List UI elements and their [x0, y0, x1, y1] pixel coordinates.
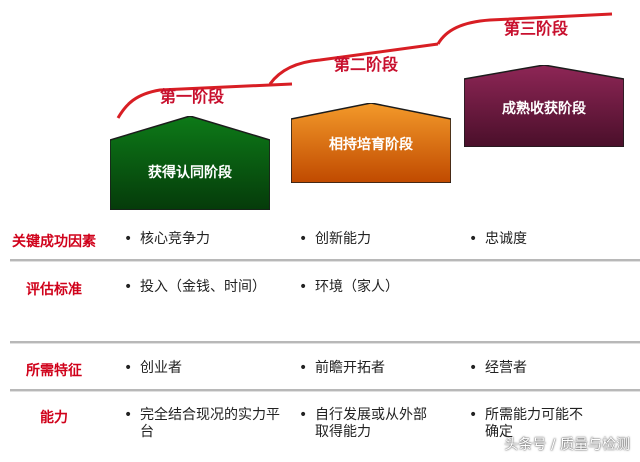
row-label-key-success-factors: 关键成功因素 — [12, 234, 96, 250]
row-divider — [10, 341, 640, 344]
stage-1-title: 第一阶段 — [160, 87, 225, 106]
stage-1-label: 获得认同阶段 — [148, 165, 232, 181]
bullet-icon: • — [299, 360, 308, 376]
watermark: 头条号 / 质量与检测 — [504, 437, 630, 453]
table-cell: • 自行发展或从外部取得能力 — [299, 407, 427, 440]
bullet-icon: • — [299, 279, 308, 295]
table-cell: • 所需能力可能不确定 — [469, 407, 583, 440]
table-cell: • 环境（家人） — [299, 279, 399, 295]
table-cell: • 完全结合现况的实力平台 — [124, 407, 280, 440]
table-cell: • 核心竞争力 — [124, 231, 210, 247]
row-label-capability: 能力 — [40, 410, 68, 426]
house-shape — [464, 65, 624, 147]
stage-progression-curve — [116, 12, 613, 119]
bullet-icon: • — [469, 360, 478, 376]
stage-2-label: 相持培育阶段 — [329, 137, 413, 153]
table-cell: • 经营者 — [469, 360, 527, 376]
bullet-icon: • — [124, 360, 133, 376]
table-cell: • 创业者 — [124, 360, 182, 376]
stage-2-house: 相持培育阶段 — [291, 103, 451, 183]
house-shape — [110, 116, 270, 210]
row-label-evaluation-criteria: 评估标准 — [26, 282, 82, 298]
bullet-icon: • — [124, 407, 133, 423]
bullet-icon: • — [299, 231, 308, 247]
bullet-icon: • — [124, 279, 133, 295]
stage-1-house: 获得认同阶段 — [110, 116, 270, 210]
bullet-icon: • — [469, 407, 478, 423]
house-shape — [291, 103, 451, 183]
row-divider — [10, 259, 640, 262]
bullet-icon: • — [124, 231, 133, 247]
stage-3-house: 成熟收获阶段 — [464, 65, 624, 147]
stage-3-title: 第三阶段 — [504, 19, 569, 38]
row-label-required-traits: 所需特征 — [26, 363, 82, 379]
table-cell: • 忠诚度 — [469, 231, 527, 247]
table-cell: • 创新能力 — [299, 231, 371, 247]
bullet-icon: • — [469, 231, 478, 247]
table-cell: • 投入（金钱、时间） — [124, 279, 266, 295]
stage-2-title: 第二阶段 — [334, 55, 399, 74]
row-divider — [10, 389, 640, 392]
table-cell: • 前瞻开拓者 — [299, 360, 385, 376]
bullet-icon: • — [299, 407, 308, 423]
stage-3-label: 成熟收获阶段 — [502, 101, 586, 117]
